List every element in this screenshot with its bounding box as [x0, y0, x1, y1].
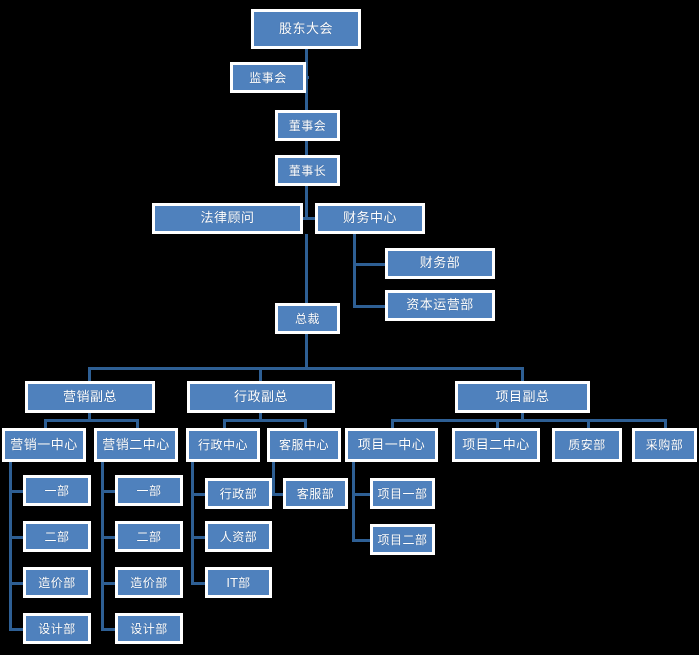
connector-prj-b2 [352, 539, 372, 542]
connector-mc2-b4 [101, 628, 116, 631]
connector-mkt-bus-stem [88, 413, 91, 420]
connector-mc1-b3 [9, 582, 24, 585]
connector-mc2-b2 [101, 536, 116, 539]
org-node-capital-ops-dept[interactable]: 资本运营部 [385, 290, 495, 321]
org-node-vp-admin[interactable]: 行政副总 [187, 381, 335, 413]
connector-adm-b2 [191, 536, 206, 539]
connector-service-center-stem [304, 419, 307, 429]
org-node-finance-dept[interactable]: 财务部 [385, 248, 495, 279]
org-node-mc1-design[interactable]: 设计部 [23, 613, 91, 644]
org-node-board[interactable]: 董事会 [275, 110, 340, 141]
org-node-mc1-cost[interactable]: 造价部 [23, 567, 91, 598]
connector-mc2-b1 [101, 490, 116, 493]
org-node-vp-marketing[interactable]: 营销副总 [25, 381, 155, 413]
org-node-admin-center[interactable]: 行政中心 [186, 428, 260, 462]
connector-mc2-b3 [101, 582, 116, 585]
org-node-project-dept-2[interactable]: 项目二部 [370, 524, 435, 555]
connector-mc1-b1 [9, 490, 24, 493]
connector-trunk-shareholders-board [305, 49, 308, 110]
org-node-hr-dept[interactable]: 人资部 [205, 521, 272, 552]
connector-quality-safety-stem [587, 419, 590, 429]
org-node-supervisory[interactable]: 监事会 [230, 62, 306, 93]
connector-trunk-board-chairman [305, 141, 308, 155]
org-node-mc2-dept-1[interactable]: 一部 [115, 475, 183, 506]
connector-adm-bus-horizontal [223, 419, 304, 422]
connector-adm-b1 [191, 493, 206, 496]
org-node-mc1-dept-2[interactable]: 二部 [23, 521, 91, 552]
connector-president-down [305, 334, 308, 367]
connector-finance-center-stem [353, 234, 356, 306]
org-node-service-dept[interactable]: 客服部 [283, 478, 348, 509]
org-node-finance-center[interactable]: 财务中心 [315, 203, 425, 234]
connector-svc-spine [272, 462, 275, 494]
org-node-mc1-dept-1[interactable]: 一部 [23, 475, 91, 506]
connector-vp-marketing-stem [88, 367, 91, 382]
org-node-president[interactable]: 总裁 [275, 303, 340, 334]
org-node-quality-safety[interactable]: 质安部 [552, 428, 622, 462]
connector-vp-admin-stem [259, 367, 262, 382]
connector-supervisory-to-trunk [303, 76, 309, 79]
connector-adm-spine [191, 462, 194, 583]
connector-prj-spine [352, 462, 355, 540]
connector-mc1-b2 [9, 536, 24, 539]
connector-vp-bus-horizontal [88, 367, 523, 370]
org-node-vp-project[interactable]: 项目副总 [455, 381, 590, 413]
org-node-mc2-dept-2[interactable]: 二部 [115, 521, 183, 552]
org-node-marketing-center-1[interactable]: 营销一中心 [2, 428, 86, 462]
connector-trunk-chairman-down [305, 186, 308, 218]
connector-project-center-2-stem [496, 419, 499, 429]
connector-mc2-spine [101, 462, 104, 629]
connector-svc-b1 [272, 493, 285, 496]
org-node-it-dept[interactable]: IT部 [205, 567, 272, 598]
org-node-mc2-cost[interactable]: 造价部 [115, 567, 183, 598]
connector-vp-project-stem [521, 367, 524, 382]
connector-finance-dept-branch [353, 263, 386, 266]
org-node-project-center-2[interactable]: 项目二中心 [452, 428, 540, 462]
org-node-chairman[interactable]: 董事长 [275, 155, 340, 186]
org-node-mc2-design[interactable]: 设计部 [115, 613, 183, 644]
connector-admin-center-stem [223, 419, 226, 429]
connector-mc1-spine [9, 462, 12, 629]
connector-adm-b3 [191, 582, 206, 585]
connector-mc1-b4 [9, 628, 24, 631]
connector-adm-bus-stem [259, 413, 262, 420]
org-node-marketing-center-2[interactable]: 营销二中心 [94, 428, 178, 462]
connector-mc2-stem [136, 419, 139, 429]
connector-prj-bus-stem [521, 413, 524, 420]
connector-prj-bus-horizontal [391, 419, 665, 422]
connector-legal-to-trunk [303, 217, 317, 220]
connector-mc1-stem [44, 419, 47, 429]
connector-project-center-1-stem [391, 419, 394, 429]
org-node-project-center-1[interactable]: 项目一中心 [345, 428, 438, 462]
org-node-procurement[interactable]: 采购部 [632, 428, 697, 462]
connector-procurement-stem [664, 419, 667, 429]
org-node-project-dept-1[interactable]: 项目一部 [370, 478, 435, 509]
connector-mkt-bus-horizontal [44, 419, 138, 422]
org-node-service-center[interactable]: 客服中心 [267, 428, 341, 462]
org-node-legal[interactable]: 法律顾问 [152, 203, 303, 234]
connector-capital-ops-branch [353, 305, 386, 308]
org-node-admin-dept[interactable]: 行政部 [205, 478, 272, 509]
org-node-shareholders[interactable]: 股东大会 [251, 9, 361, 49]
connector-trunk-to-president [305, 234, 308, 303]
connector-prj-b1 [352, 493, 372, 496]
